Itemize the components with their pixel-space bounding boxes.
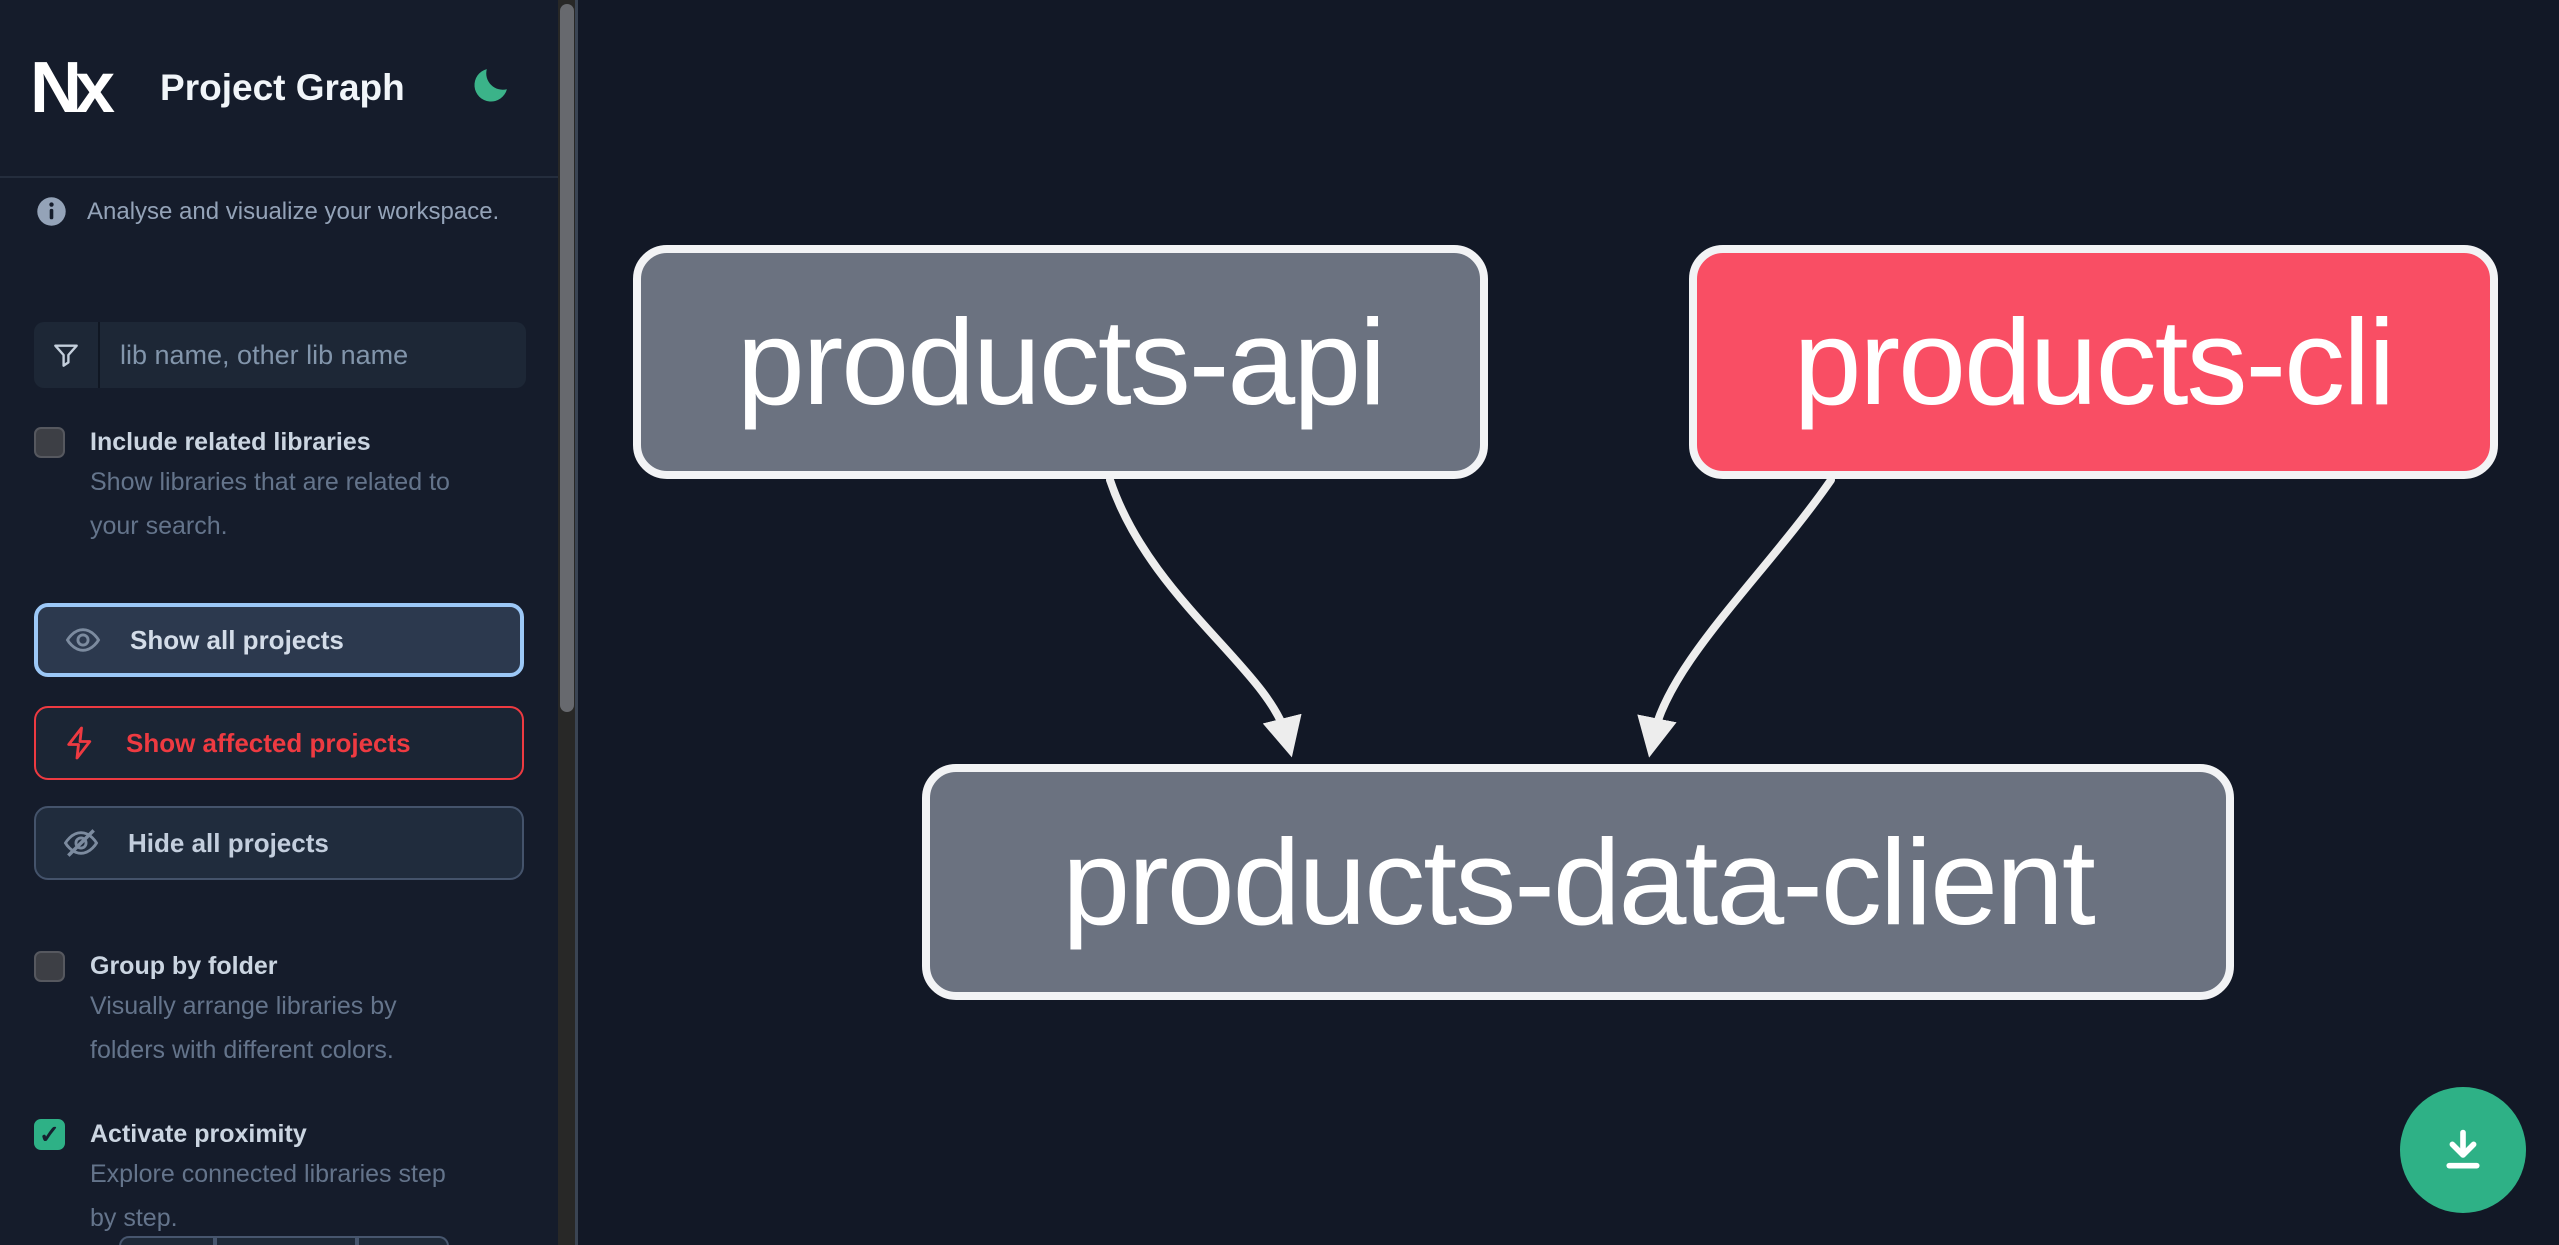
hide-all-projects-button[interactable]: Hide all projects xyxy=(34,806,524,880)
node-label: products-api xyxy=(736,294,1386,430)
stepper-value-display xyxy=(215,1236,357,1245)
proximity-depth-stepper xyxy=(119,1236,449,1245)
node-label: products-data-client xyxy=(1062,814,2095,950)
desc-line: Show libraries that are related to xyxy=(90,468,450,496)
desc-line: Explore connected libraries step xyxy=(90,1160,446,1188)
eye-icon xyxy=(65,628,101,652)
node-products-cli[interactable]: products-cli xyxy=(1689,245,2498,479)
desc-line: your search. xyxy=(90,512,228,540)
search-box xyxy=(34,322,526,388)
option-description: Show libraries that are related to your … xyxy=(90,460,450,548)
option-group-by-folder[interactable]: Group by folder Visually arrange librari… xyxy=(34,948,534,1072)
checkbox-activate-proximity[interactable]: ✓ xyxy=(34,1119,65,1150)
button-label: Hide all projects xyxy=(128,827,329,858)
page-title: Project Graph xyxy=(160,67,405,108)
moon-icon xyxy=(474,69,507,102)
dependency-edges xyxy=(1106,476,1835,758)
workspace-info-text: Analyse and visualize your workspace. xyxy=(87,197,500,225)
node-products-api[interactable]: products-api xyxy=(633,245,1488,479)
eye-off-icon xyxy=(63,829,99,857)
download-icon xyxy=(2446,1129,2480,1169)
option-activate-proximity[interactable]: ✓ Activate proximity Explore connected l… xyxy=(34,1116,534,1240)
desc-line: Visually arrange libraries by xyxy=(90,992,397,1020)
button-label: Show all projects xyxy=(130,624,344,655)
stepper-decrement-button[interactable] xyxy=(119,1236,215,1245)
bolt-icon xyxy=(67,726,92,760)
option-label: Activate proximity xyxy=(90,1120,307,1148)
show-all-projects-button[interactable]: Show all projects xyxy=(34,603,524,677)
option-label: Include related libraries xyxy=(90,428,371,456)
edge-products-cli-to-data-client xyxy=(1637,476,1835,758)
stepper-increment-button[interactable] xyxy=(357,1236,449,1245)
download-graph-button[interactable] xyxy=(2400,1087,2526,1213)
node-products-data-client[interactable]: products-data-client xyxy=(922,764,2234,1000)
sidebar: Nx Project Graph Analyse and visualize y… xyxy=(0,0,578,1245)
sidebar-scrollbar-thumb[interactable] xyxy=(560,4,574,712)
desc-line: by step. xyxy=(90,1204,178,1232)
button-label: Show affected projects xyxy=(126,727,411,758)
option-description: Explore connected libraries step by step… xyxy=(90,1152,446,1240)
filter-funnel-icon xyxy=(54,344,78,367)
desc-line: folders with different colors. xyxy=(90,1036,394,1064)
option-include-related-libraries[interactable]: Include related libraries Show libraries… xyxy=(34,424,534,548)
sidebar-header: Nx Project Graph xyxy=(0,0,575,178)
info-icon xyxy=(37,197,66,226)
theme-toggle-button[interactable] xyxy=(468,62,516,110)
nx-logo: Nx xyxy=(30,48,115,128)
checkbox-group-by-folder[interactable] xyxy=(34,951,65,982)
node-label: products-cli xyxy=(1793,294,2396,430)
checkbox-include-related[interactable] xyxy=(34,427,65,458)
option-description: Visually arrange libraries by folders wi… xyxy=(90,984,397,1072)
edge-products-api-to-data-client xyxy=(1106,476,1302,758)
option-label: Group by folder xyxy=(90,952,278,980)
show-affected-projects-button[interactable]: Show affected projects xyxy=(34,706,524,780)
workspace-info: Analyse and visualize your workspace. xyxy=(36,196,536,227)
graph-canvas[interactable]: products-api products-cli products-data-… xyxy=(581,0,2559,1245)
search-input[interactable] xyxy=(100,322,526,388)
filter-icon-segment xyxy=(34,322,100,388)
